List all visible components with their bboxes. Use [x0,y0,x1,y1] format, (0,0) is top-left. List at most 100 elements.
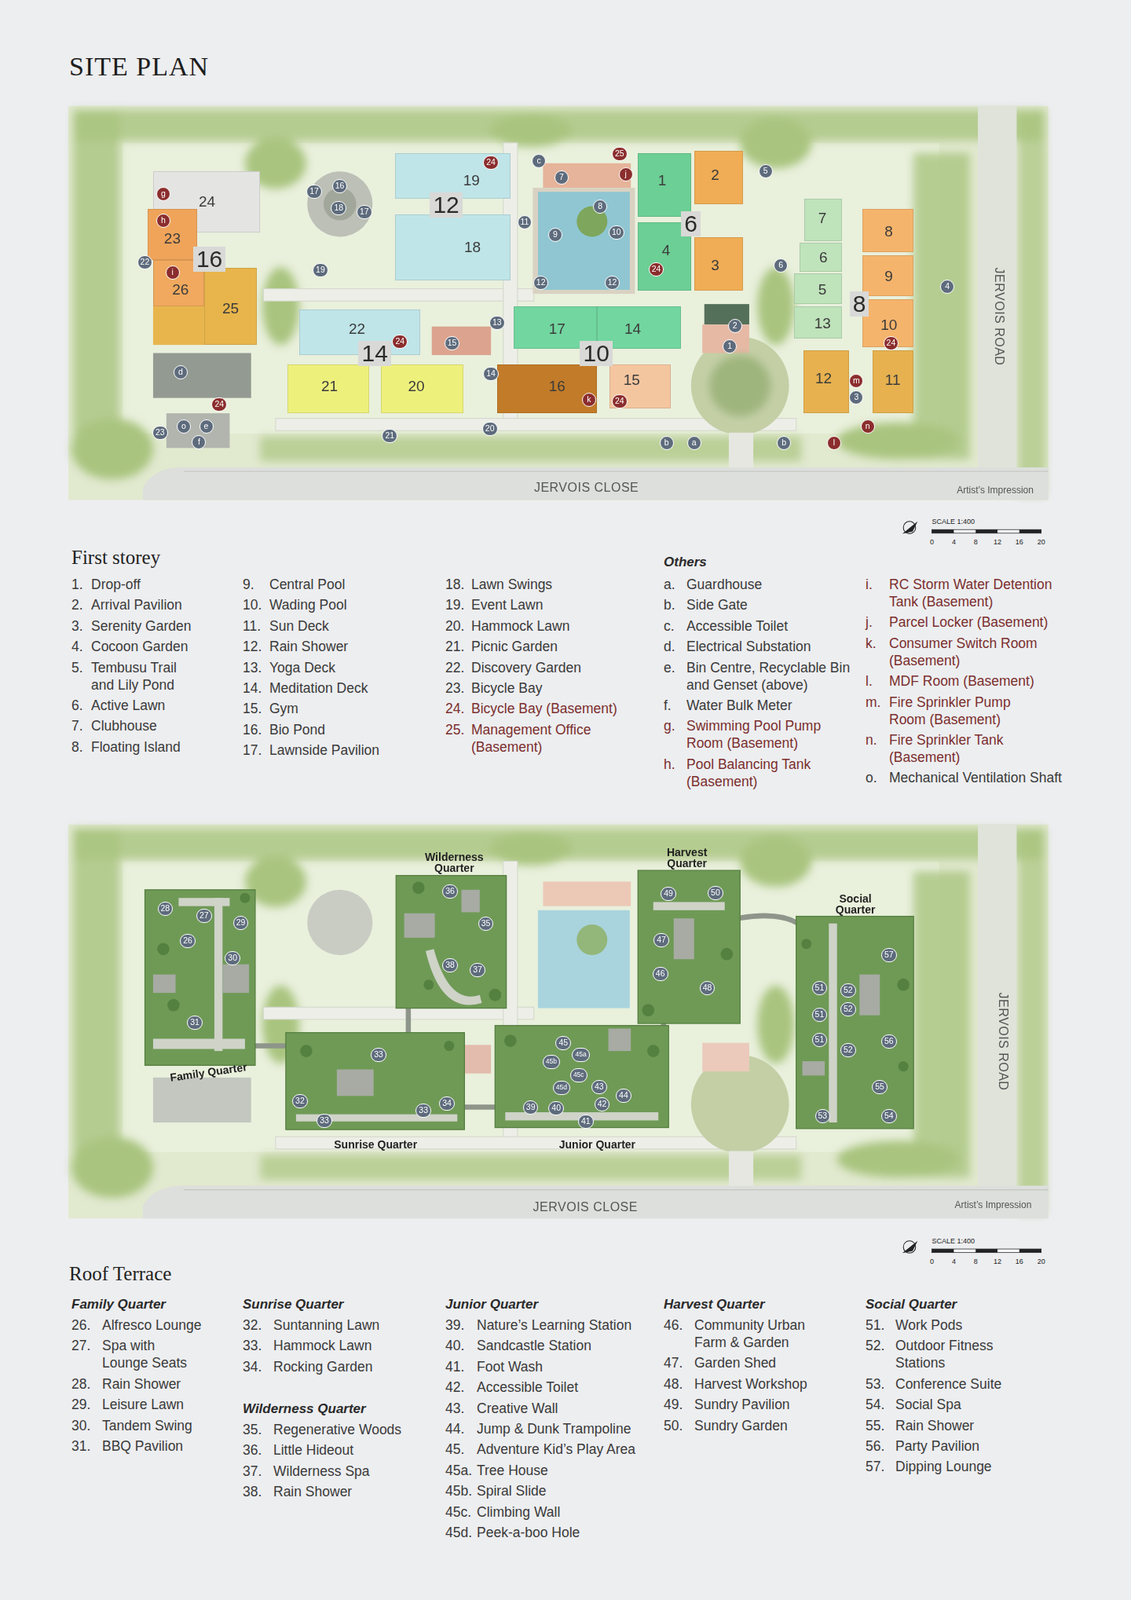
quarter-heading: Wilderness Quarter [242,1400,367,1418]
item-number: 45b. [445,1482,473,1500]
callout-number: a [687,435,702,451]
item-number: 36. [242,1441,262,1459]
scale-number: 20 [1037,1257,1046,1266]
item-text: Consumer Switch Room (Basement) [889,634,1039,670]
item-number: 28. [71,1375,91,1393]
item-number: 11. [242,617,261,635]
item-text: Outdoor Fitness Stations [895,1336,1006,1372]
item-text: Rain Shower [895,1416,974,1435]
quarter-heading: Harvest Quarter [663,1295,765,1314]
unit-number: 17 [549,320,566,338]
page-title: SITE PLAN [69,51,209,82]
callout-number: 52 [840,1002,857,1017]
item-number: 27. [71,1336,91,1355]
callout-number: 45d [552,1080,571,1095]
unit-number: 25 [222,300,239,318]
item-number: 44. [445,1420,465,1438]
scale-number: 12 [993,1257,1002,1266]
callout-number: 45 [555,1035,571,1051]
item-number: 24. [445,699,465,718]
unit-stack: 23 [147,208,197,260]
map-art [898,1061,909,1072]
item-number: o. [865,768,878,787]
map-art [153,1038,246,1049]
callout-number: 48 [699,980,716,996]
quarter-heading: Family Quarter [71,1295,166,1314]
unit-number: 22 [348,320,366,338]
unit-stack: 1 [637,153,692,217]
item-text: Spiral Slide [476,1482,547,1500]
map-art [859,974,880,1016]
unit-number: 2 [710,166,720,184]
unit-number: 15 [623,371,641,389]
item-number: 31. [71,1437,91,1455]
impression-note: Artist’s Impression [955,1199,1033,1211]
item-text: Community Urban Farm & Garden [694,1316,809,1351]
item-number: l. [865,672,873,690]
item-text: Hammock Lawn [471,617,570,635]
basement-callout: h [156,213,171,228]
item-number: c. [663,617,675,635]
item-number: 18. [445,575,465,593]
callout-number: 6 [773,258,788,273]
roof-ground [68,824,1049,1219]
item-text: Rain Shower [102,1375,181,1393]
quarter-name: Sunrise Quarter [333,1138,418,1150]
item-text: Guardhouse [686,575,762,593]
map-art [801,938,812,949]
callout-number: 38 [442,958,458,973]
callout-number: 8 [592,199,608,214]
unit-number: 16 [549,377,566,396]
roof-features [145,870,915,1130]
item-number: 12. [242,637,262,656]
item-text: Floating Island [91,738,181,756]
item-text: Nature’s Learning Station [476,1316,632,1334]
callout-number: 57 [881,947,897,963]
item-text: Accessible Toilet [686,617,788,635]
callout-number: 47 [653,933,670,948]
map-art [153,352,252,398]
map-art [828,923,837,1123]
unit-stack: 11 [872,350,914,414]
item-text: Management Office (Basement) [471,721,601,756]
item-text: Work Pods [895,1316,963,1334]
item-number: 42. [445,1378,465,1396]
callout-number: 52 [840,983,857,998]
callout-number: 29 [233,915,249,930]
item-number: 56. [865,1437,885,1455]
callout-number: 51 [812,980,828,996]
others-heading: Others [663,553,707,571]
map-art [647,1044,660,1058]
map-art [425,948,482,1005]
item-number: j. [865,613,873,631]
item-text: Jump & Dunk Trampoline [476,1420,631,1438]
callout-number: 26 [179,933,196,948]
callout-number: 43 [591,1079,608,1095]
map-art [576,924,608,956]
unit-stack: 7 [804,198,842,241]
road-name: JERVOIS ROAD [996,991,1011,1091]
map-art [704,303,750,325]
item-number: 38. [242,1482,262,1501]
item-number: 45a. [445,1461,473,1479]
item-number: 52. [865,1336,885,1355]
map-art [406,1006,411,1035]
item-number: g. [663,717,676,735]
callout-number: 22 [137,255,154,270]
item-text: Lawn Swings [471,575,553,593]
callout-number: 45c [570,1068,588,1083]
item-number: 1. [71,575,84,593]
map-art [721,947,734,961]
callout-number: 3 [849,390,864,405]
scale-text: SCALE 1:400 [932,517,976,526]
unit-number: 4 [662,241,671,260]
item-text: Garden Shed [694,1354,776,1372]
item-number: 29. [71,1395,91,1413]
item-number: e. [663,658,676,677]
item-text: Water Bulk Meter [686,696,793,714]
callout-number: 33 [370,1047,387,1062]
scale-number: 20 [1037,538,1046,546]
item-text: Party Pavilion [895,1437,980,1455]
item-text: Arrival Pavilion [91,596,183,614]
callout-number: 44 [615,1088,632,1103]
